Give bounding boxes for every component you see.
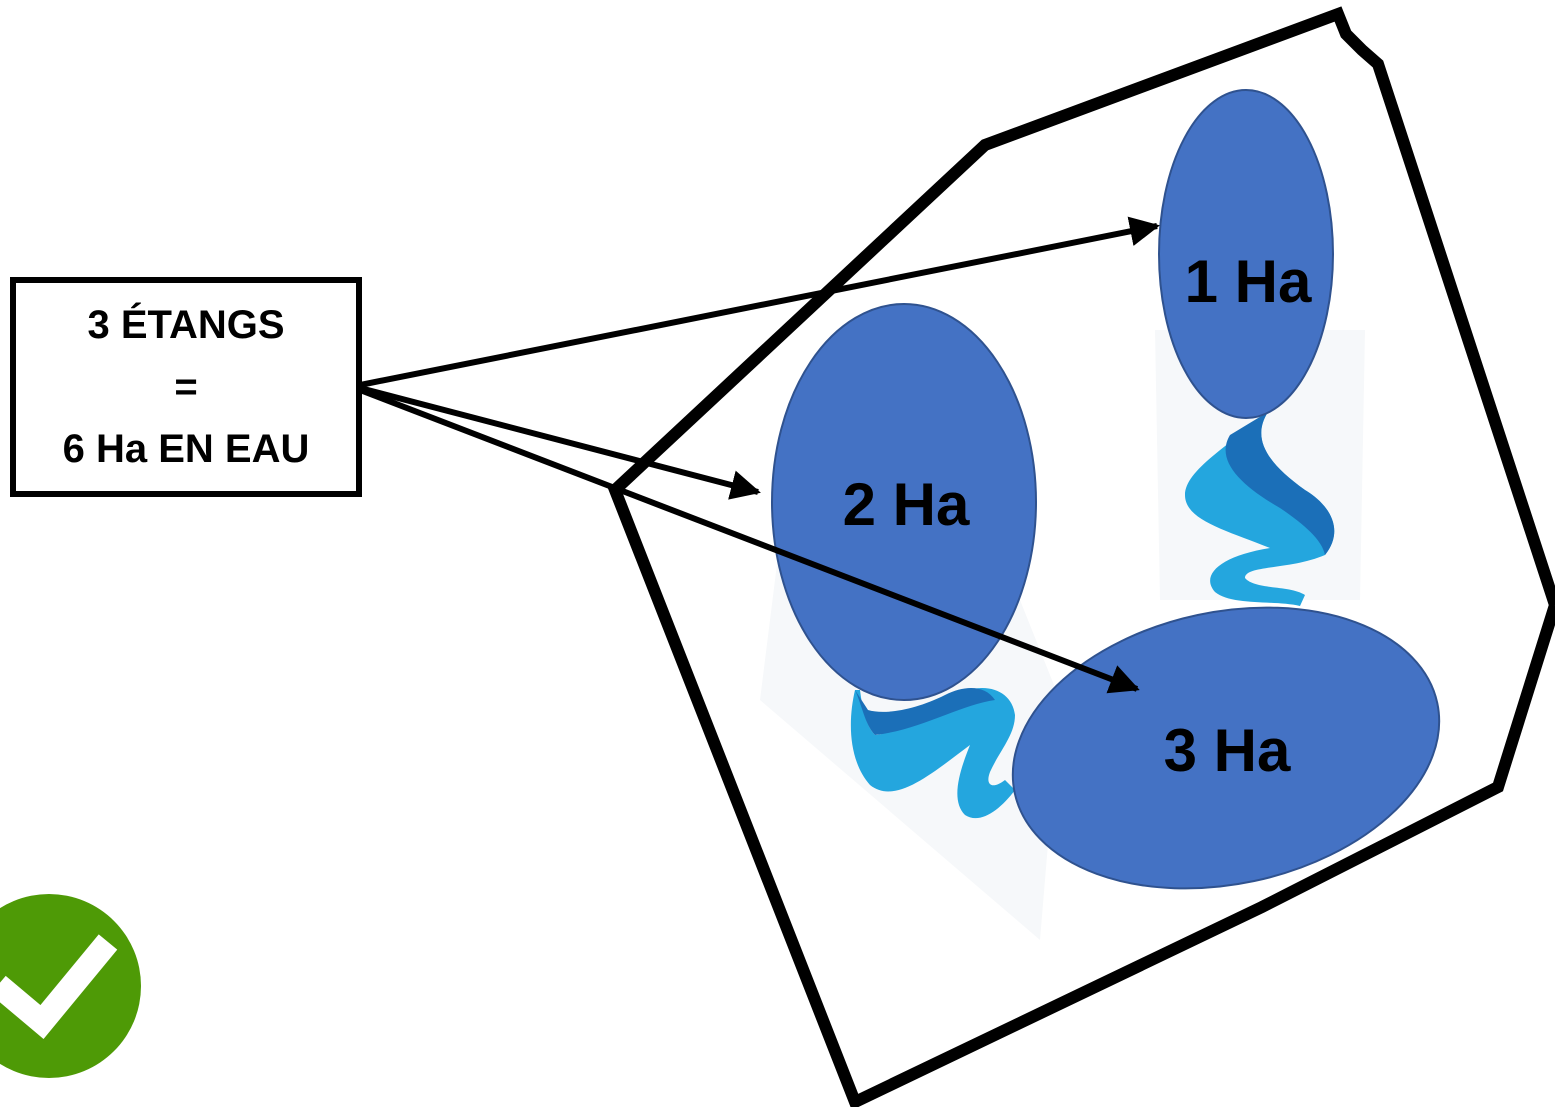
stream-upper bbox=[1185, 412, 1335, 606]
pond-2ha-label: 2 Ha bbox=[843, 471, 970, 538]
property-boundary bbox=[607, 6, 1555, 1107]
pond-3ha-label: 3 Ha bbox=[1164, 717, 1291, 784]
pond-3ha: 3 Ha bbox=[1011, 606, 1441, 890]
check-circle-icon bbox=[0, 894, 141, 1078]
pond-1ha-label: 1 Ha bbox=[1185, 248, 1312, 315]
pond-1ha: 1 Ha bbox=[1158, 89, 1334, 419]
pond-2ha: 2 Ha bbox=[771, 303, 1037, 701]
arrows bbox=[358, 216, 1160, 694]
arrow-to-2ha bbox=[359, 385, 761, 500]
stream-lower bbox=[850, 687, 1015, 819]
arrow-to-1ha bbox=[359, 216, 1160, 388]
summary-title: 3 ÉTANGS bbox=[87, 303, 285, 347]
summary-equals: = bbox=[174, 365, 198, 409]
arrow-to-3ha bbox=[358, 387, 1140, 694]
summary-box: 3 ÉTANGS = 6 Ha EN EAU bbox=[10, 277, 362, 497]
summary-total: 6 Ha EN EAU bbox=[62, 427, 310, 471]
